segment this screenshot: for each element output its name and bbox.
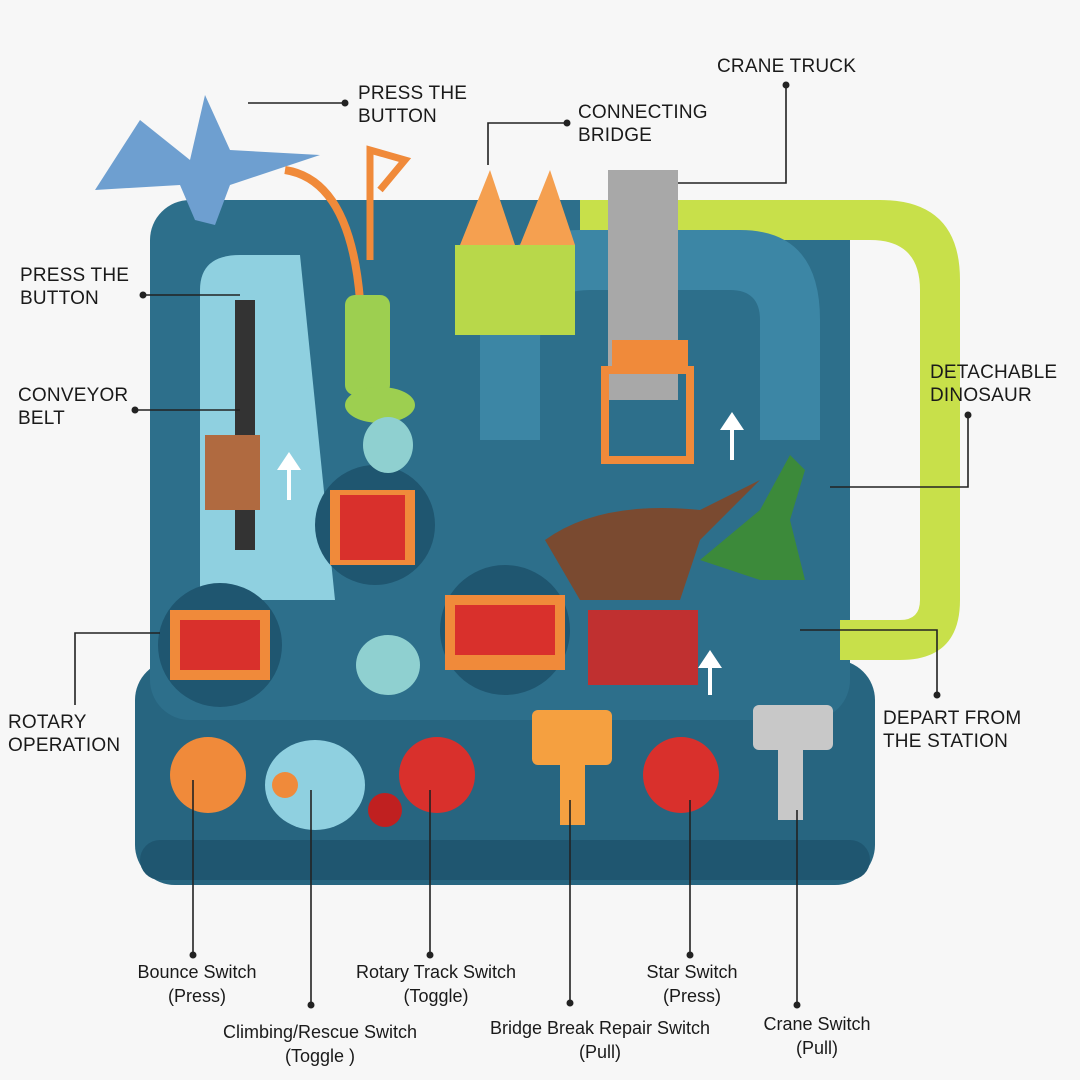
callout-line: DINOSAUR bbox=[930, 385, 1032, 406]
rotary-platforms bbox=[158, 465, 570, 707]
label-climbing-rescue-switch: Climbing/Rescue Switch (Toggle ) bbox=[223, 1020, 417, 1068]
callout-depart-station: DEPART FROM THE STATION bbox=[883, 707, 1021, 753]
switch-name: Bounce Switch bbox=[137, 962, 257, 982]
callout-line: BUTTON bbox=[20, 288, 99, 309]
callout-line: PRESS THE bbox=[20, 265, 130, 286]
switch-name: Star Switch bbox=[646, 962, 738, 982]
switch-name: Crane Switch bbox=[763, 1014, 871, 1034]
callout-press-button-left: PRESS THE BUTTON bbox=[20, 264, 129, 310]
callout-rotary-operation: ROTARY OPERATION bbox=[8, 711, 120, 757]
rotary-track-switch bbox=[399, 737, 475, 813]
switch-action: (Pull) bbox=[795, 1038, 839, 1058]
label-bridge-break-repair-switch: Bridge Break Repair Switch (Pull) bbox=[490, 1016, 710, 1064]
callout-line: BUTTON bbox=[358, 106, 437, 127]
callout-line: CRANE TRUCK bbox=[717, 56, 857, 77]
callout-detachable-dinosaur: DETACHABLE DINOSAUR bbox=[930, 361, 1057, 407]
callout-press-button-top: PRESS THE BUTTON bbox=[358, 82, 467, 128]
climbing-rescue-switch bbox=[265, 740, 365, 830]
switch-name: Bridge Break Repair Switch bbox=[489, 1018, 711, 1038]
callout-line: CONNECTING bbox=[578, 102, 708, 123]
label-crane-switch: Crane Switch (Pull) bbox=[763, 1012, 870, 1060]
switch-row bbox=[170, 705, 833, 830]
leader-lines bbox=[74, 85, 969, 1005]
pterodactyl bbox=[95, 95, 320, 225]
switch-action: (Toggle) bbox=[403, 986, 469, 1006]
bridge-break-repair-switch bbox=[532, 710, 612, 765]
crane-switch bbox=[753, 705, 833, 750]
callout-line: CONVEYOR bbox=[18, 385, 129, 406]
callout-crane-truck: CRANE TRUCK bbox=[717, 55, 856, 78]
connecting-bridge bbox=[455, 245, 575, 335]
bounce-switch bbox=[170, 737, 246, 813]
switch-action: (Press) bbox=[663, 986, 721, 1006]
callout-line: ROTARY bbox=[8, 712, 87, 733]
switch-action: (Pull) bbox=[578, 1042, 622, 1062]
callout-line: BELT bbox=[18, 408, 65, 429]
label-bounce-switch: Bounce Switch (Press) bbox=[137, 960, 256, 1008]
label-star-switch: Star Switch (Press) bbox=[646, 960, 737, 1008]
label-rotary-track-switch: Rotary Track Switch (Toggle) bbox=[356, 960, 516, 1008]
callout-line: BRIDGE bbox=[578, 125, 653, 146]
callout-conveyor-belt: CONVEYOR BELT bbox=[18, 384, 128, 430]
callout-connecting-bridge: CONNECTING BRIDGE bbox=[578, 101, 708, 147]
callout-line: PRESS THE bbox=[358, 83, 468, 104]
leader-dots bbox=[131, 81, 972, 1009]
switch-action: (Toggle ) bbox=[284, 1046, 356, 1066]
direction-arrows bbox=[277, 412, 744, 695]
switch-name: Rotary Track Switch bbox=[355, 962, 517, 982]
switch-name: Climbing/Rescue Switch bbox=[222, 1022, 418, 1042]
conveyor-belt bbox=[200, 255, 335, 600]
callout-line: DEPART FROM bbox=[883, 708, 1022, 729]
callout-line: THE STATION bbox=[883, 731, 1008, 752]
switch-action: (Press) bbox=[167, 986, 226, 1006]
star-switch bbox=[643, 737, 719, 813]
callout-line: OPERATION bbox=[8, 735, 121, 756]
dinosaur-brown bbox=[545, 480, 760, 600]
dinosaur-green bbox=[700, 455, 805, 580]
callout-line: DETACHABLE bbox=[930, 362, 1058, 383]
yellow-track bbox=[580, 200, 960, 660]
